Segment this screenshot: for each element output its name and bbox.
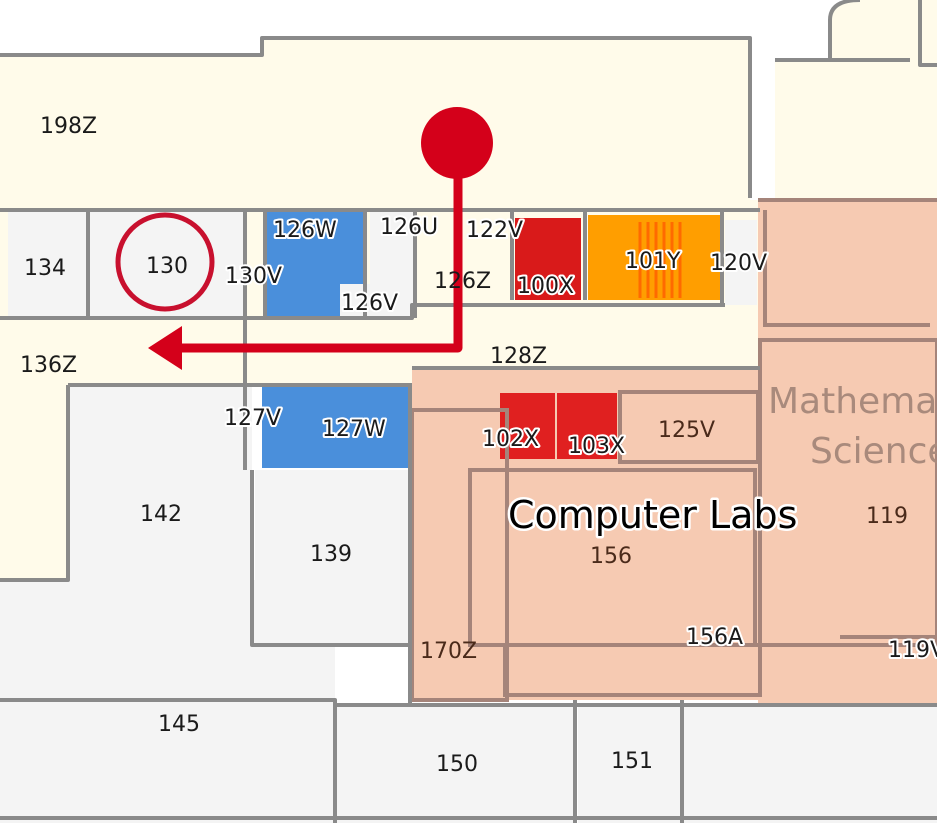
label-100X: 100X bbox=[517, 274, 574, 299]
label-130: 130 bbox=[146, 254, 188, 279]
label-145: 145 bbox=[158, 712, 200, 737]
room-120V bbox=[725, 220, 757, 305]
restroom-126V bbox=[340, 284, 415, 317]
label-101Y: 101Y bbox=[625, 249, 681, 274]
route bbox=[148, 107, 493, 370]
label-142: 142 bbox=[140, 502, 182, 527]
label-139: 139 bbox=[310, 542, 352, 567]
computer-lab-rooms bbox=[410, 338, 937, 702]
label-102X: 102X bbox=[482, 427, 539, 452]
room-126U bbox=[370, 212, 415, 284]
label-151: 151 bbox=[611, 749, 653, 774]
arrow-head-icon bbox=[148, 326, 182, 370]
math-science-zone bbox=[758, 200, 937, 705]
label-128Z: 128Z bbox=[490, 344, 547, 369]
start-dot-icon bbox=[421, 107, 493, 179]
route-line bbox=[175, 150, 463, 353]
room-119 bbox=[758, 338, 937, 647]
math-science-walls bbox=[758, 198, 937, 639]
label-120V: 120V bbox=[710, 251, 767, 276]
label-103X: 103X bbox=[568, 434, 625, 459]
label-150: 150 bbox=[436, 752, 478, 777]
room-156A bbox=[503, 643, 762, 697]
corridor-north-east bbox=[775, 60, 937, 200]
label-170Z: 170Z bbox=[420, 639, 477, 664]
label-126W: 126W bbox=[273, 218, 337, 243]
label-126Z: 126Z bbox=[434, 269, 491, 294]
math-science-label-line1: Mathemat bbox=[768, 381, 937, 422]
label-127W: 127W bbox=[322, 417, 386, 442]
restroom-127W bbox=[262, 385, 412, 468]
room-151 bbox=[578, 705, 680, 823]
elevator-102X bbox=[500, 393, 555, 459]
label-119: 119 bbox=[866, 504, 908, 529]
room-east-south bbox=[683, 705, 937, 823]
computer-labs-label: Computer Labs bbox=[508, 493, 797, 537]
stairs-101Y bbox=[588, 215, 720, 300]
label-125V: 125V bbox=[658, 418, 715, 443]
corridor-north-arc bbox=[830, 0, 937, 60]
elevator-100X bbox=[515, 218, 581, 300]
label-119V: 119V bbox=[888, 638, 937, 663]
math-science-label-line2: Science bbox=[810, 431, 937, 472]
stairs-treads bbox=[638, 222, 682, 298]
label-122V: 122V bbox=[466, 218, 523, 243]
elevator-103X bbox=[557, 393, 617, 459]
label-156A: 156A bbox=[686, 625, 743, 650]
label-198Z: 198Z bbox=[40, 114, 97, 139]
label-136Z: 136Z bbox=[20, 353, 77, 378]
corridor-west bbox=[0, 385, 70, 580]
room-150 bbox=[335, 705, 575, 823]
label-156: 156 bbox=[590, 544, 632, 569]
label-134: 134 bbox=[24, 256, 66, 281]
label-126V: 126V bbox=[341, 291, 398, 316]
room-134 bbox=[8, 212, 88, 316]
label-127V: 127V bbox=[224, 406, 281, 431]
destination-circle-icon bbox=[115, 212, 215, 312]
label-126U: 126U bbox=[380, 215, 438, 240]
label-130V: 130V bbox=[225, 264, 282, 289]
room-labels: 198Z 134 130 130V 126W 126U 126V 122V 12… bbox=[20, 114, 937, 777]
